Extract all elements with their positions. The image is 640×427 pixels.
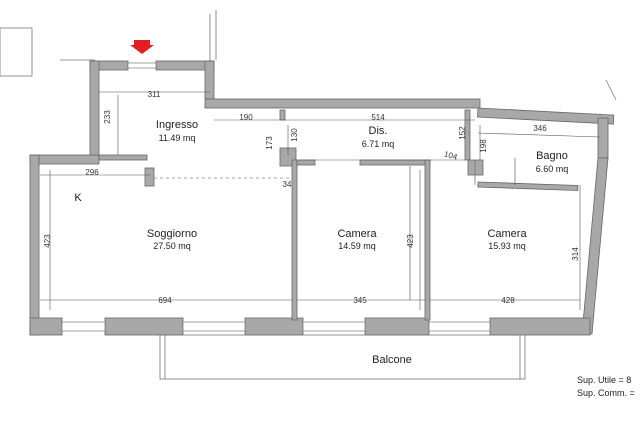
room-name-camera-1: Camera — [337, 228, 377, 240]
entrance-arrow-icon — [130, 40, 154, 54]
dim-345: 345 — [353, 296, 367, 305]
room-area-dis: 6.71 mq — [362, 139, 395, 149]
sup-comm: Sup. Comm. = — [577, 388, 635, 398]
sup-utile: Sup. Utile = 8 — [577, 375, 631, 385]
room-name-bagno: Bagno — [536, 150, 568, 162]
openings — [154, 158, 516, 300]
kitchen-label: K — [74, 192, 82, 204]
dim-296: 296 — [85, 168, 99, 177]
dim-514: 514 — [371, 113, 385, 122]
windows — [61, 62, 491, 332]
dim-233: 233 — [103, 110, 112, 124]
dim-311: 311 — [148, 90, 161, 99]
dim-314: 314 — [571, 247, 580, 261]
interior-walls — [98, 109, 579, 321]
exterior-walls — [29, 60, 615, 336]
room-area-camera-2: 15.93 mq — [488, 241, 526, 251]
room-labels: Ingresso 11.49 mq Dis. 6.71 mq Bagno 6.6… — [74, 119, 568, 366]
dim-173: 173 — [265, 136, 274, 150]
area-summary: Sup. Utile = 8 Sup. Comm. = — [577, 375, 635, 398]
dim-130: 130 — [290, 128, 299, 142]
dim-34: 34 — [283, 180, 292, 189]
room-area-ingresso: 11.49 mq — [159, 133, 196, 143]
dim-104: 104 — [443, 150, 459, 162]
room-name-dis: Dis. — [369, 125, 388, 137]
balcony — [159, 334, 526, 380]
dim-198: 198 — [479, 139, 488, 153]
dim-152: 152 — [458, 126, 467, 140]
dim-190: 190 — [239, 113, 253, 122]
dim-346: 346 — [533, 124, 547, 133]
room-name-camera-2: Camera — [487, 228, 527, 240]
balcony-label: Balcone — [372, 354, 412, 366]
room-area-bagno: 6.60 mq — [536, 164, 569, 174]
room-name-soggiorno: Soggiorno — [147, 228, 197, 240]
dimension-labels: 311 233 190 514 173 130 152 346 198 104 … — [43, 90, 580, 305]
dimension-lines — [40, 91, 601, 310]
dim-428: 428 — [501, 296, 515, 305]
room-name-ingresso: Ingresso — [156, 119, 198, 131]
room-area-soggiorno: 27.50 mq — [153, 241, 191, 251]
room-area-camera-1: 14.59 mq — [338, 241, 376, 251]
dim-694: 694 — [158, 296, 172, 305]
dim-423-mid: 423 — [406, 234, 415, 248]
dim-423-left: 423 — [43, 234, 52, 248]
